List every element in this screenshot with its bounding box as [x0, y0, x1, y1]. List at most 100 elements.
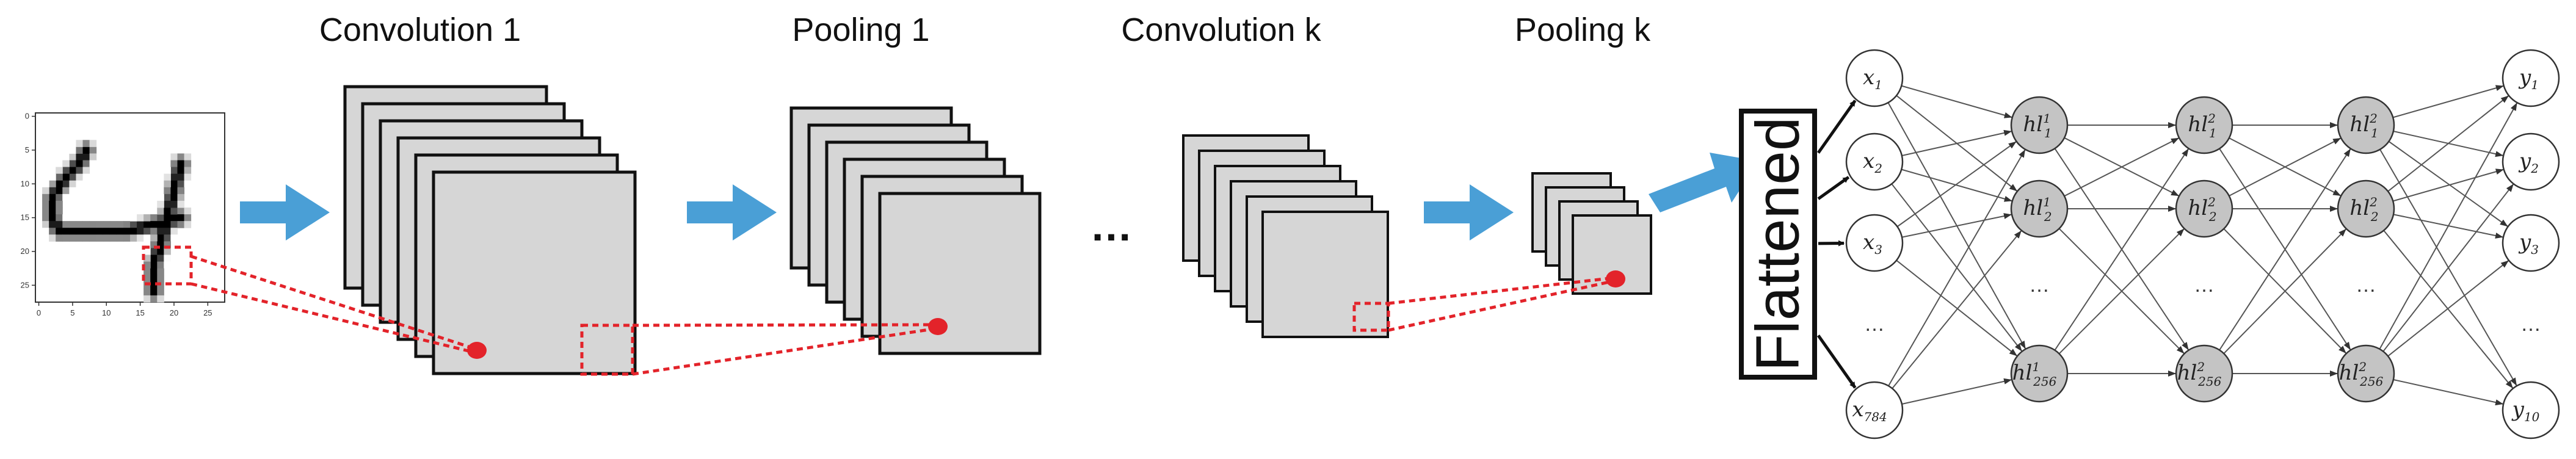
arrow-to-flattened: [1649, 153, 1758, 212]
network-edge: [1896, 259, 2018, 357]
feature-map: [1261, 211, 1389, 338]
poolk-dot: [1606, 270, 1625, 287]
node-ellipsis: …: [2194, 273, 2215, 297]
network-node: [1845, 49, 1904, 107]
network-node: [1845, 214, 1904, 272]
network-edge: [2392, 85, 2505, 118]
network-edge: [2382, 183, 2514, 352]
feature-map: [878, 192, 1042, 355]
network-node: [2010, 179, 2069, 238]
network-edge: [2388, 140, 2509, 228]
network-edge: [1901, 213, 2012, 238]
node-label: x784: [1852, 397, 1887, 424]
y-tick-label: 15: [21, 213, 29, 222]
x-tick-label: 25: [203, 308, 212, 317]
network-node: [2502, 381, 2560, 439]
network-edge: [2223, 228, 2347, 354]
node-label: x2: [1863, 149, 1882, 176]
poolk-feature-maps: [1531, 172, 1652, 295]
network-node: [2337, 344, 2395, 403]
node-ellipsis: …: [1864, 313, 1885, 336]
network-edge: [2393, 379, 2504, 406]
network-edge: [2219, 148, 2351, 350]
conv1-dot: [467, 342, 487, 359]
network-edge: [2058, 228, 2185, 355]
digit-image: [42, 140, 192, 303]
y-tick-label: 5: [25, 145, 29, 154]
x-tick-label: 15: [136, 308, 144, 317]
network-edge: [1901, 378, 2012, 405]
stage-title-conv1: Convolution 1: [319, 12, 521, 48]
stage-title-pool1: Pooling 1: [792, 12, 930, 48]
network-edge: [1901, 85, 2013, 118]
network-node: [1845, 381, 1904, 439]
stage-ellipsis: …: [1090, 202, 1133, 250]
feature-map: [432, 170, 637, 375]
network-edge: [1888, 149, 2026, 386]
x-tick-label: 0: [37, 308, 41, 317]
node-ellipsis: …: [2356, 273, 2376, 297]
stage-title-poolk: Pooling k: [1514, 12, 1651, 48]
node-label: y1: [2518, 65, 2539, 92]
flattened-arrow: [1816, 99, 1857, 154]
x-tick-label: 20: [170, 308, 178, 317]
network-connections: [1887, 85, 2518, 406]
flattened-arrow: [1816, 334, 1857, 389]
arrow-to-conv1: [240, 184, 330, 240]
x-tick-label: 5: [70, 308, 74, 317]
y-tick-label: 20: [21, 247, 29, 256]
conv1-pool-field: [580, 323, 634, 376]
node-label: y10: [2511, 397, 2540, 424]
network-node: [2502, 132, 2560, 191]
receptive-field-links: [142, 245, 1616, 376]
flattened-arrow: [1817, 176, 1850, 200]
stage-title-convk: Convolution k: [1121, 12, 1321, 48]
network-edge: [2379, 102, 2518, 350]
pool1-dot: [928, 318, 948, 335]
conv1-feature-maps: [343, 85, 637, 375]
network-edge: [2054, 148, 2190, 351]
network-edge: [2229, 137, 2342, 197]
flattened-box: Flattened: [1739, 109, 1817, 380]
network-edge: [1896, 140, 2017, 228]
network-edge: [1901, 129, 2012, 156]
flattened-to-input-arrows: [1816, 99, 1857, 389]
network-node: [2010, 96, 2069, 154]
x-tick-label: 10: [102, 308, 111, 317]
flow-arrows: [240, 153, 1758, 240]
network-node: [2502, 49, 2560, 107]
arrow-to-pool1: [687, 184, 777, 240]
network-node: [2175, 96, 2233, 154]
arrow-to-poolk: [1424, 184, 1514, 240]
network-node: [2337, 179, 2395, 238]
network-edge: [2387, 259, 2509, 357]
receptive-field-dots: [467, 270, 1625, 359]
node-label: x1: [1863, 65, 1882, 92]
network-edge: [2392, 168, 2505, 202]
convk-pool-field: [1352, 302, 1390, 332]
network-node: [2175, 179, 2233, 238]
network-edge: [1901, 168, 2013, 202]
y-tick-label: 25: [21, 280, 29, 289]
node-label: x3: [1863, 230, 1882, 257]
network-edge: [2387, 95, 2509, 192]
node-ellipsis: …: [2029, 273, 2050, 297]
network-node: [1845, 132, 1904, 191]
network-node: [2010, 344, 2069, 403]
pool1-feature-maps: [789, 106, 1042, 355]
node-ellipsis: …: [2520, 313, 2541, 336]
y-tick-label: 0: [25, 112, 29, 121]
flattened-label: Flattened: [1743, 117, 1812, 372]
node-label: y3: [2518, 230, 2539, 257]
